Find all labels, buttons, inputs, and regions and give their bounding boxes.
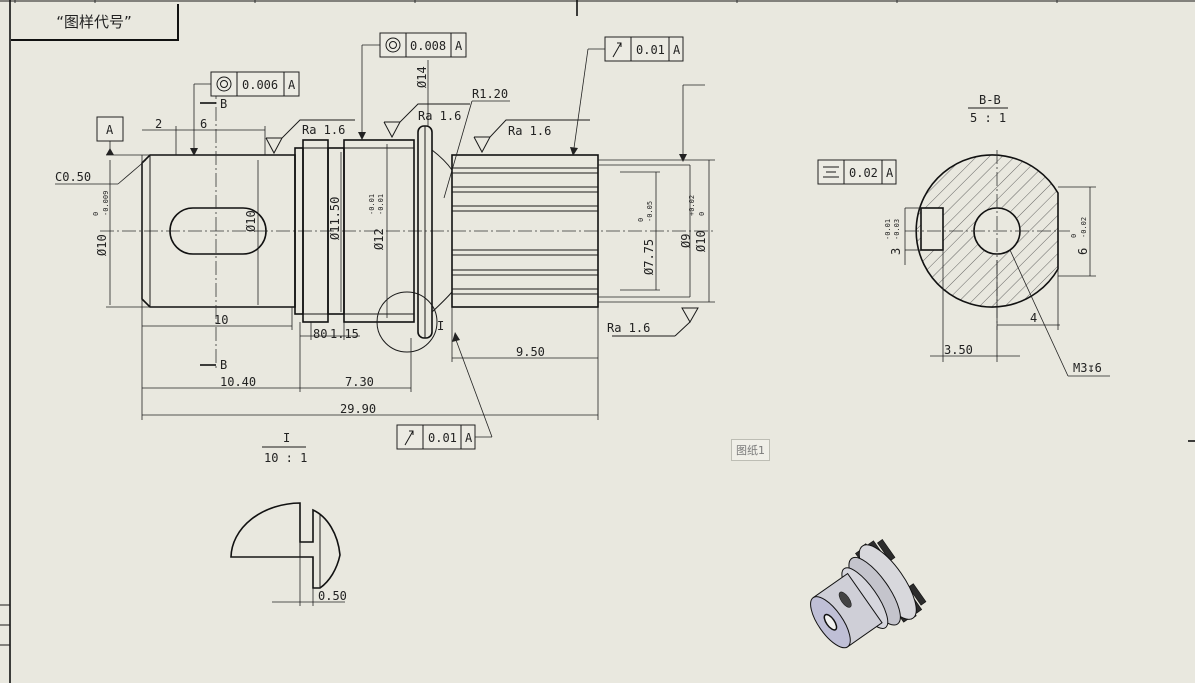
svg-text:Ra 1.6: Ra 1.6 (302, 123, 345, 137)
section-scale: 5 : 1 (970, 111, 1006, 125)
gdt-frame-0006[interactable]: 0.006 A (190, 71, 300, 156)
svg-text:0.008: 0.008 (410, 39, 446, 53)
dim-1040: 10.40 (220, 375, 256, 389)
svg-text:0.006: 0.006 (242, 78, 278, 92)
svg-text:A: A (288, 78, 296, 92)
detail-label: I (283, 431, 290, 445)
dim-phi12: Ø12 (372, 228, 386, 250)
dim-2: 2 (155, 117, 162, 131)
dim-phi10-right: Ø10 (694, 230, 708, 252)
dim-4: 4 (1030, 311, 1037, 325)
svg-text:-0.01: -0.01 (368, 194, 376, 215)
svg-text:-0.05: -0.05 (646, 201, 654, 222)
keyway-slot (169, 207, 267, 255)
horizontal-dimensions (141, 126, 599, 420)
datum-a-box (96, 116, 124, 142)
svg-text:Ra 1.6: Ra 1.6 (607, 321, 650, 335)
detail-circle (376, 291, 438, 353)
roughness-4: Ra 1.6 (607, 307, 699, 337)
dim-phi9: Ø9 (679, 234, 693, 248)
dim-h6: 6 (1076, 248, 1090, 255)
section-dimensions (904, 186, 1110, 377)
section-label: B-B (979, 93, 1001, 107)
symmetry-icon (823, 166, 839, 178)
spline-section (451, 154, 599, 308)
svg-text:Ra 1.6: Ra 1.6 (508, 124, 551, 138)
gdt-frame-0008[interactable]: 0.008 A (358, 32, 467, 140)
roughness-1: Ra 1.6 (265, 119, 355, 155)
svg-text:B: B (220, 97, 227, 111)
concentricity-icon (216, 76, 232, 92)
concentricity-icon (385, 37, 401, 53)
detail-scale: 10 : 1 (264, 451, 307, 465)
svg-text:0: 0 (698, 212, 706, 216)
dim-730: 7.30 (345, 375, 374, 389)
dim-phi14: Ø14 (415, 66, 429, 88)
svg-text:-0.01: -0.01 (884, 219, 892, 240)
svg-text:B: B (220, 358, 227, 372)
sheet-tab-label[interactable]: 图纸1 (731, 439, 770, 461)
dim-phi775: Ø7.75 (642, 239, 656, 275)
dim-080: 80 (313, 327, 327, 341)
dim-phi10-slot: Ø10 (244, 210, 258, 232)
detail-mark: I (437, 319, 444, 333)
gdt-frame-symmetry[interactable]: 0.02 A (817, 159, 897, 185)
roughness-2: Ra 1.6 (383, 103, 470, 139)
svg-text:+0.02: +0.02 (688, 195, 696, 216)
detail-dim: 0.50 (318, 589, 347, 603)
svg-text:0: 0 (637, 218, 645, 222)
dim-6: 6 (200, 117, 207, 131)
dim-950: 9.50 (516, 345, 545, 359)
svg-text:-0.03: -0.03 (893, 219, 901, 240)
radius-label: R1.20 (472, 87, 508, 101)
section-mark-top: B (200, 97, 227, 111)
isometric-view[interactable] (795, 535, 929, 666)
svg-text:0.01: 0.01 (636, 43, 665, 57)
svg-text:A: A (465, 431, 473, 445)
svg-text:-0.009: -0.009 (102, 191, 110, 216)
runout-icon (404, 430, 414, 446)
svg-text:0.01: 0.01 (428, 431, 457, 445)
dim-phi10: Ø10 (95, 234, 109, 256)
dim-10: 10 (214, 313, 228, 327)
svg-text:A: A (673, 43, 681, 57)
shaft-phi12-section (343, 139, 415, 323)
spline-teeth (452, 167, 598, 295)
svg-text:A: A (886, 166, 894, 180)
roughness-3: Ra 1.6 (473, 119, 590, 154)
datum-a-label: A (106, 123, 114, 137)
vertical-dimensions (106, 60, 710, 318)
chamfer-label: C0.50 (55, 170, 91, 184)
svg-text:Ra 1.6: Ra 1.6 (418, 109, 461, 123)
dim-115: 1.15 (330, 327, 359, 341)
detail-outline (230, 502, 341, 589)
gdt-frame-runout-top[interactable]: 0.01 A (570, 36, 684, 156)
main-view[interactable]: A C0.50 B B 0.006 (55, 32, 715, 450)
svg-text:-0.02: -0.02 (1080, 217, 1088, 238)
svg-text:0: 0 (92, 212, 100, 216)
svg-text:0: 0 (1070, 234, 1078, 238)
title-stamp: “图样代号” (11, 4, 179, 41)
section-view-bb[interactable]: B-B 5 : 1 0.02 (817, 93, 1110, 377)
svg-text:0.02: 0.02 (849, 166, 878, 180)
dim-2990: 29.90 (340, 402, 376, 416)
svg-text:A: A (455, 39, 463, 53)
keyway-section (920, 207, 944, 251)
dim-350: 3.50 (944, 343, 973, 357)
thread-callout: M3↧6 (1073, 361, 1102, 375)
section-mark-bottom: B (200, 358, 227, 372)
gdt-frame-runout-bottom[interactable]: 0.01 A (396, 332, 493, 450)
detail-view-i[interactable]: I 10 : 1 0.50 (230, 431, 347, 606)
dim-w3: 3 (889, 248, 903, 255)
svg-text:-0.01: -0.01 (377, 194, 385, 215)
runout-icon (612, 42, 622, 58)
dim-phi1150: Ø11.50 (328, 197, 342, 240)
